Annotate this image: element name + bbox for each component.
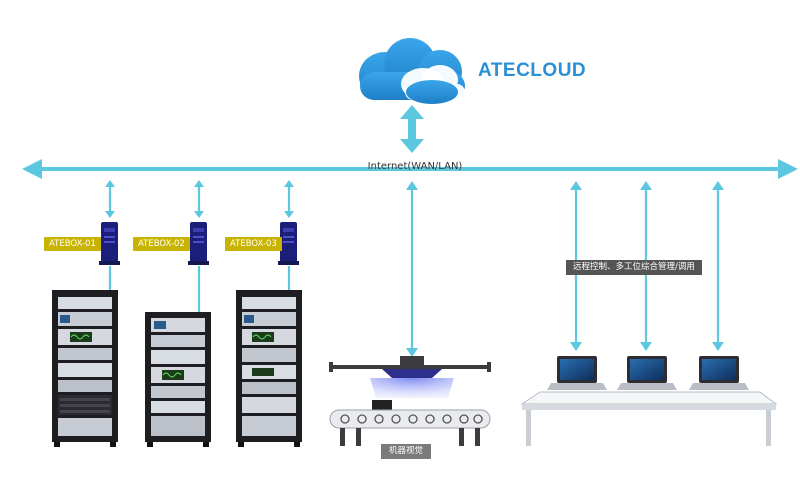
machine-vision-label: 机器视觉 bbox=[381, 444, 432, 459]
test-rack-02 bbox=[145, 312, 211, 447]
workstation-desk bbox=[520, 391, 778, 446]
laptop-2 bbox=[617, 356, 677, 390]
brand-title: ATECLOUD bbox=[478, 60, 587, 81]
laptop-3 bbox=[689, 356, 749, 390]
atebox-03-device bbox=[278, 222, 299, 265]
atebox-02-device bbox=[188, 222, 209, 265]
cloud-icon bbox=[359, 38, 465, 104]
cloud-link-arrow bbox=[400, 105, 424, 153]
laptop-1 bbox=[547, 356, 607, 390]
atebox-02-label: ATEBOX-02 bbox=[133, 237, 190, 251]
machine-vision-station bbox=[329, 356, 491, 446]
atebox-01-device bbox=[99, 222, 120, 265]
atebox-03-label: ATEBOX-03 bbox=[225, 237, 282, 251]
network-bus bbox=[22, 159, 798, 179]
test-rack-01 bbox=[52, 290, 118, 447]
remote-control-label: 远程控制、多工位综合管理/调用 bbox=[566, 260, 702, 275]
network-label: Internet(WAN/LAN) bbox=[367, 161, 463, 172]
test-rack-03 bbox=[236, 290, 302, 447]
atebox-01-label: ATEBOX-01 bbox=[44, 237, 101, 251]
